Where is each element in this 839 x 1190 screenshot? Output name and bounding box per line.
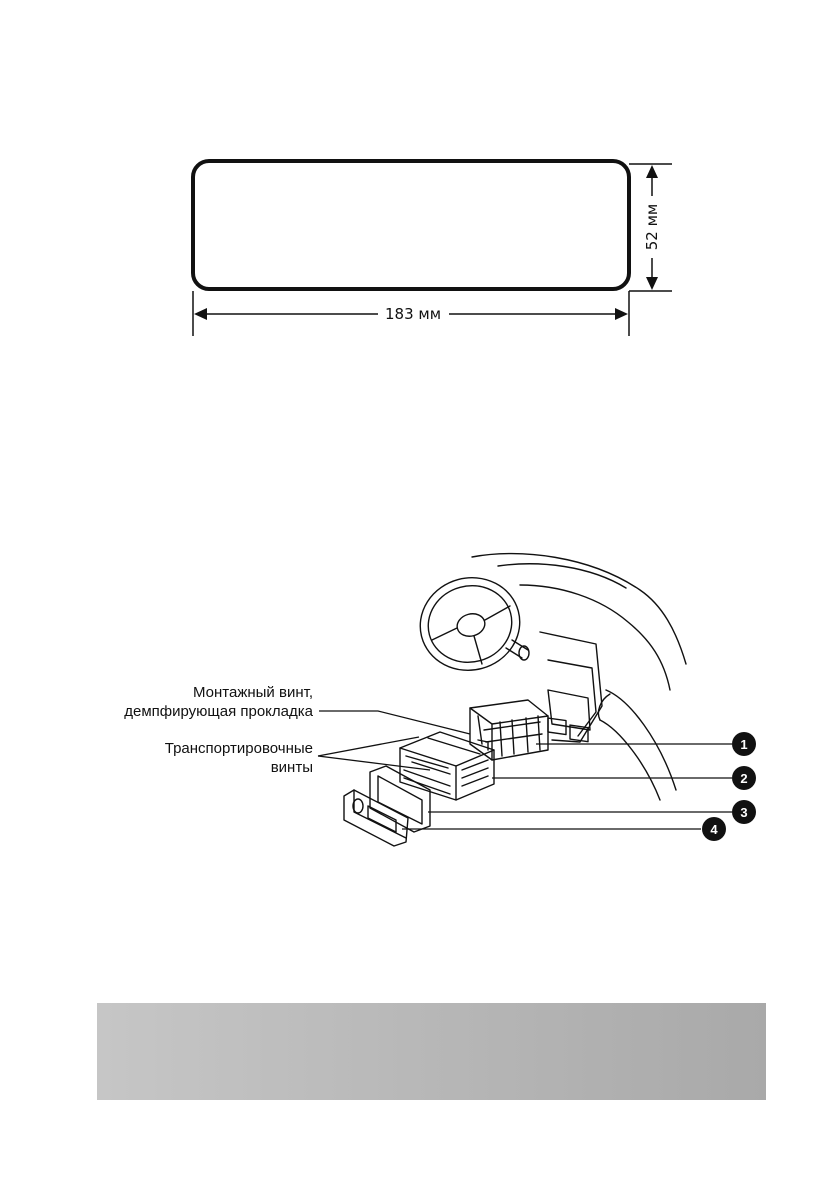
badge-4: 4 [702,817,726,841]
leader-transport-screw-b [317,755,431,771]
footer-gray-band [97,1003,766,1100]
callout-mounting-screw-line1: Монтажный винт, [193,684,313,701]
steering-wheel-hub [456,613,486,637]
installation-illustration: 1 2 3 4 [317,552,756,847]
trim-frame [369,765,431,833]
mounting-sleeve [469,699,549,761]
dimension-diagram: 52 мм 183 мм [191,159,672,336]
svg-text:1: 1 [740,737,747,752]
steering-column-end [518,645,530,661]
front-panel [343,789,409,847]
callout-transport-screws-line1: Транспортировочные [164,740,313,757]
width-arrowhead-right [615,308,628,320]
callout-mounting-screw-line2: демпфирующая прокладка [124,703,313,720]
steering-wheel-spoke-left [431,627,458,641]
steering-wheel-rim [419,577,521,671]
svg-text:4: 4 [710,822,718,837]
leader-transport-screw-a [317,736,420,757]
door-panel-inner [599,719,661,801]
console-slot [547,689,591,731]
steering-wheel-spoke-right [484,605,511,621]
height-arrowhead-top [646,165,658,178]
mounting-opening-outline [191,159,631,291]
svg-text:2: 2 [740,771,747,786]
dashboard-side-line [519,584,671,691]
width-arrowhead-left [194,308,207,320]
steering-column [505,639,529,659]
head-unit-chassis [399,731,495,801]
dashboard-outline [471,552,687,665]
badge-1: 1 [732,732,756,756]
steering-wheel-rim-inner [427,585,513,663]
door-panel-outline [605,689,677,791]
callout-transport-screws: Транспортировочные винты [165,739,313,777]
center-console-inner [547,659,597,737]
width-dimension-label: 183 мм [385,305,441,323]
callout-transport-screws-line2: винты [270,759,313,776]
callout-mounting-screw: Монтажный винт, демпфирующая прокладка [124,683,313,721]
steering-wheel-spoke-down [473,635,483,665]
height-dimension-label: 52 мм [643,204,661,251]
dashboard-inner-line [497,563,627,589]
leader-mounting-screw [319,710,471,735]
height-arrowhead-bottom [646,277,658,290]
svg-text:3: 3 [740,805,747,820]
air-vent-right [569,724,589,743]
badge-3: 3 [732,800,756,824]
badge-2: 2 [732,766,756,790]
door-panel-curve [597,693,611,721]
center-console-outline [539,631,603,743]
